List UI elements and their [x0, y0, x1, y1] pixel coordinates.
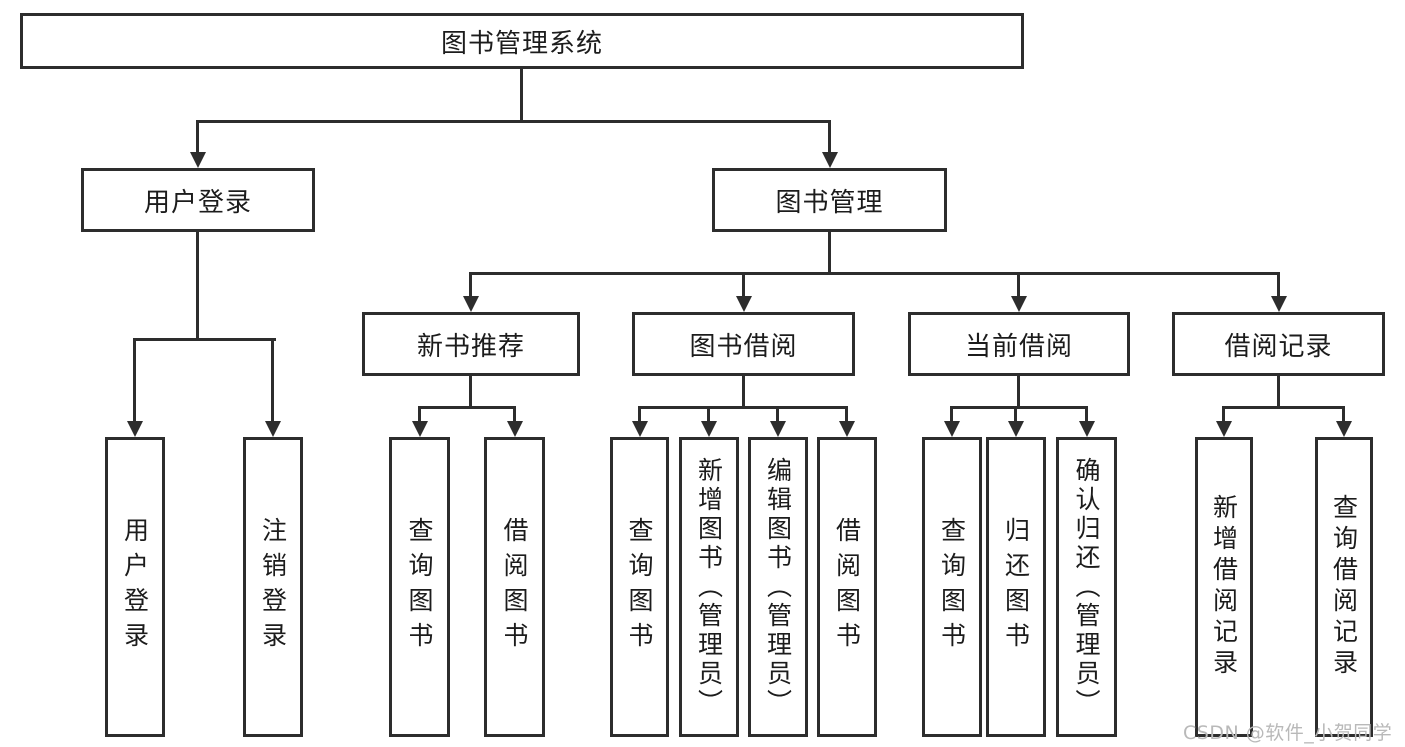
connector-line — [828, 120, 831, 154]
node-library-management-system: 图书管理系统 — [20, 13, 1024, 69]
leaf-label: 用户登录 — [120, 517, 150, 657]
connector-line — [742, 376, 745, 406]
node-label: 图书管理系统 — [440, 28, 603, 59]
node-book-management: 图书管理 — [712, 168, 947, 232]
connector-line — [1014, 406, 1017, 423]
arrow-down-icon — [127, 421, 143, 437]
arrow-down-icon — [770, 421, 786, 437]
leaf-user-login: 用户登录 — [105, 437, 165, 737]
leaf-borrow-books-recommend: 借阅图书 — [484, 437, 545, 737]
connector-line — [1277, 272, 1280, 298]
leaf-label: 新增图书（管理员） — [694, 456, 724, 718]
node-label: 图书借阅 — [689, 331, 798, 362]
leaf-query-borrow-record: 查询借阅记录 — [1315, 437, 1373, 737]
leaf-label: 借阅图书 — [500, 517, 529, 657]
connector-line — [418, 406, 516, 409]
node-new-book-recommend: 新书推荐 — [362, 312, 580, 376]
connector-line — [418, 406, 421, 423]
leaf-add-books-admin: 新增图书（管理员） — [679, 437, 739, 737]
connector-line — [271, 338, 274, 423]
connector-line — [1017, 272, 1020, 298]
leaf-label: 编辑图书（管理员） — [763, 456, 793, 718]
leaf-label: 查询图书 — [625, 517, 654, 657]
arrow-down-icon — [1216, 421, 1232, 437]
node-label: 当前借阅 — [964, 331, 1073, 362]
leaf-label: 查询借阅记录 — [1329, 494, 1359, 680]
connector-line — [1017, 376, 1020, 406]
connector-line — [1222, 406, 1345, 409]
node-borrow-records: 借阅记录 — [1172, 312, 1385, 376]
leaf-query-books-current: 查询图书 — [922, 437, 982, 737]
connector-line — [1222, 406, 1225, 423]
connector-line — [638, 406, 641, 423]
connector-line — [196, 120, 199, 154]
leaf-confirm-return-admin: 确认归还（管理员） — [1056, 437, 1117, 737]
watermark-csdn: CSDN @软件_小贺同学 — [1183, 722, 1393, 744]
connector-line — [513, 406, 516, 423]
leaf-label: 确认归还（管理员） — [1072, 456, 1101, 718]
arrow-down-icon — [944, 421, 960, 437]
connector-line — [950, 406, 953, 423]
arrow-down-icon — [1079, 421, 1095, 437]
connector-line — [845, 406, 848, 423]
leaf-label: 借阅图书 — [832, 517, 862, 657]
connector-line — [828, 232, 831, 272]
leaf-edit-books-admin: 编辑图书（管理员） — [748, 437, 808, 737]
connector-line — [520, 69, 523, 120]
arrow-down-icon — [632, 421, 648, 437]
connector-line — [469, 272, 472, 298]
connector-line — [196, 120, 831, 123]
arrow-down-icon — [190, 152, 206, 168]
leaf-return-books: 归还图书 — [986, 437, 1046, 737]
connector-line — [707, 406, 710, 423]
arrow-down-icon — [1008, 421, 1024, 437]
leaf-query-books-borrowing: 查询图书 — [610, 437, 669, 737]
arrow-down-icon — [736, 296, 752, 312]
connector-line — [742, 272, 745, 298]
connector-line — [133, 338, 136, 423]
connector-line — [638, 406, 848, 409]
arrow-down-icon — [822, 152, 838, 168]
connector-line — [469, 376, 472, 406]
leaf-label: 注销登录 — [258, 517, 288, 657]
arrow-down-icon — [1336, 421, 1352, 437]
leaf-query-books-recommend: 查询图书 — [389, 437, 450, 737]
leaf-label: 查询图书 — [405, 517, 434, 657]
leaf-label: 归还图书 — [1001, 517, 1031, 657]
connector-line — [950, 406, 1088, 409]
arrow-down-icon — [507, 421, 523, 437]
arrow-down-icon — [1011, 296, 1027, 312]
node-label: 借阅记录 — [1224, 331, 1333, 362]
connector-line — [776, 406, 779, 423]
connector-line — [133, 338, 276, 341]
leaf-add-borrow-record: 新增借阅记录 — [1195, 437, 1253, 737]
node-label: 图书管理 — [775, 187, 884, 218]
connector-line — [1342, 406, 1345, 423]
node-user-login: 用户登录 — [81, 168, 315, 232]
arrow-down-icon — [463, 296, 479, 312]
connector-line — [1085, 406, 1088, 423]
leaf-label: 查询图书 — [937, 517, 967, 657]
connector-line — [196, 232, 199, 338]
arrow-down-icon — [412, 421, 428, 437]
node-book-borrowing: 图书借阅 — [632, 312, 855, 376]
leaf-borrow-books: 借阅图书 — [817, 437, 877, 737]
node-label: 用户登录 — [143, 187, 252, 218]
leaf-label: 新增借阅记录 — [1209, 494, 1239, 680]
arrow-down-icon — [1271, 296, 1287, 312]
arrow-down-icon — [265, 421, 281, 437]
node-current-borrowing: 当前借阅 — [908, 312, 1130, 376]
leaf-logout: 注销登录 — [243, 437, 303, 737]
connector-line — [469, 272, 1280, 275]
arrow-down-icon — [701, 421, 717, 437]
connector-line — [1277, 376, 1280, 406]
arrow-down-icon — [839, 421, 855, 437]
node-label: 新书推荐 — [416, 331, 525, 362]
